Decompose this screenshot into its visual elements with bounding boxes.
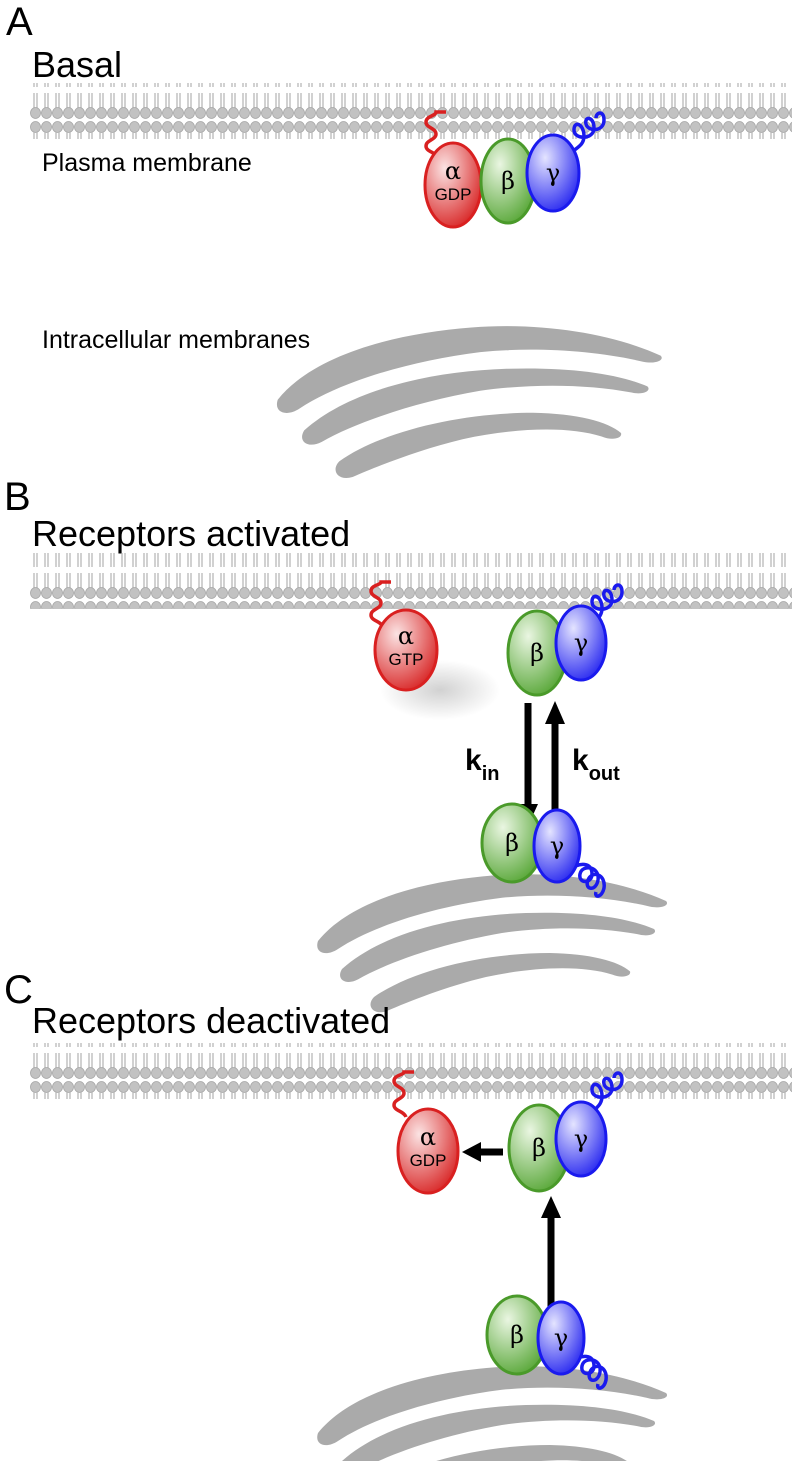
plasma-membrane-label: Plasma membrane xyxy=(42,149,252,177)
alpha-label: α xyxy=(398,622,414,650)
gamma-label: γ xyxy=(574,1125,588,1153)
beta-label: β xyxy=(532,1134,546,1162)
k-out-arrow xyxy=(545,701,565,825)
golgi-membranes xyxy=(317,1366,668,1461)
k-in-label: kin xyxy=(465,744,499,785)
beta-label-lower: β xyxy=(510,1321,524,1349)
plasma-membrane-bilayer xyxy=(30,553,792,609)
gamma-label-lower: γ xyxy=(550,832,564,860)
return-arrow xyxy=(541,1196,561,1310)
panel-a: A Basal Plasma membrane Intracellular me… xyxy=(6,0,792,479)
gamma-subunit xyxy=(525,133,581,213)
gamma-subunit xyxy=(554,604,608,682)
alpha-nucleotide-label: GDP xyxy=(435,185,472,204)
gamma-label-lower: γ xyxy=(554,1324,568,1352)
k-out-label: kout xyxy=(572,744,620,785)
alpha-label: α xyxy=(420,1123,436,1151)
gamma-lipid-anchor xyxy=(569,1354,608,1390)
gamma-lipid-anchor xyxy=(583,583,624,636)
intracellular-membranes-label: Intracellular membranes xyxy=(42,326,310,354)
panel-b-title: Receptors activated xyxy=(32,513,350,554)
gamma-lipid-anchor xyxy=(583,1071,624,1124)
alpha-nucleotide-label: GTP xyxy=(389,650,424,669)
panel-c-title: Receptors deactivated xyxy=(32,1000,390,1041)
golgi-membranes xyxy=(317,874,668,1013)
reassociation-arrow xyxy=(462,1142,503,1162)
gamma-subunit-lower xyxy=(536,1300,586,1376)
alpha-lipid-anchor xyxy=(392,1070,414,1118)
alpha-subunit xyxy=(396,1107,460,1195)
panel-c-letter: C xyxy=(4,968,33,1012)
alpha-lipid-anchor xyxy=(424,110,446,159)
gamma-label: γ xyxy=(546,159,560,187)
panel-b: B Receptors activated α GTP β γ kin kout xyxy=(4,475,792,1013)
panel-a-letter: A xyxy=(6,0,33,44)
golgi-membranes xyxy=(276,326,662,479)
alpha-nucleotide-label: GDP xyxy=(410,1151,447,1170)
gamma-lipid-anchor xyxy=(567,862,606,898)
panel-a-title: Basal xyxy=(32,44,122,85)
beta-label-lower: β xyxy=(505,829,519,857)
panel-c: C Receptors deactivated α GDP β γ β γ xyxy=(4,968,792,1461)
gamma-lipid-anchor xyxy=(563,111,606,161)
gamma-subunit-lower xyxy=(532,808,582,884)
plasma-membrane-bilayer xyxy=(30,83,792,139)
alpha-label: α xyxy=(445,157,461,185)
alpha-subunit xyxy=(373,608,439,692)
beta-label: β xyxy=(530,639,544,667)
beta-label: β xyxy=(501,167,515,195)
panel-b-letter: B xyxy=(4,475,31,519)
gamma-subunit xyxy=(554,1100,608,1178)
alpha-lipid-anchor xyxy=(369,580,391,628)
gamma-label: γ xyxy=(574,629,588,657)
